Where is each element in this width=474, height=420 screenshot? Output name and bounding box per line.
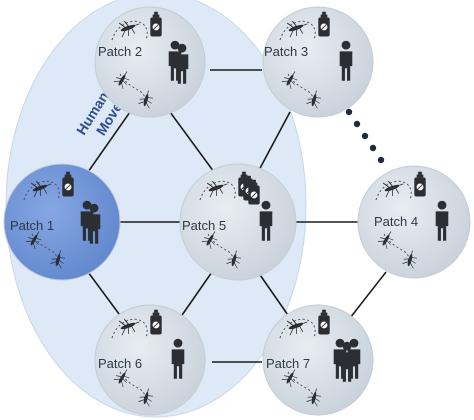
edge-patch5-patch6 [179,271,213,319]
patch-1-human-icon [87,203,101,244]
patch-1-insecticide-spray-icon [62,171,74,197]
ellipsis-dots [345,108,385,164]
edge-patch2-patch1 [87,111,131,173]
patch-2-mosquito-icon [113,71,130,90]
patch-4-node: Patch 4 [357,165,471,279]
edge-patch4-patch7 [349,271,387,319]
patch-7-human-icon [347,338,361,379]
patch-1-mosquito-icon [50,250,66,269]
patch-4-mosquito-icon [402,250,418,269]
patch-3-mosquito-icon [281,71,298,90]
patch-5-mosquito-icon [201,231,218,250]
patch-5-insecticide-spray-icon [248,179,260,205]
patch-1-circle [3,163,121,281]
patch-4-insecticide-spray-icon [414,171,426,197]
patch-2-node: Patch 2 [94,6,206,118]
patch-1-node: Patch 1 [3,163,121,281]
patch-2-label: Patch 2 [98,44,142,59]
patch-7-mosquito-icon [306,388,322,407]
patch-6-mosquito-icon [113,369,130,388]
patch-nodes: Patch 2 Patch 3 Patch 1 Patch 5 Patch 4 Patch… [3,6,471,416]
patch-6-insecticide-spray-icon [150,309,162,335]
patch-3-node: Patch 3 [262,6,374,118]
edge-patch5-patch7 [257,271,291,319]
patch-5-mosquito-icon [206,180,228,198]
patch-7-label: Patch 7 [266,356,310,371]
patch-6-label: Patch 6 [98,356,142,371]
patch-7-circle [262,304,374,416]
network-edges [87,69,387,363]
patch-7-node: Patch 7 [262,304,374,416]
humans-move-region [5,0,307,418]
patch-6-mosquito-icon [138,388,154,407]
patch-6-node: Patch 6 [94,304,206,416]
patch-7-insecticide-spray-icon [318,309,330,335]
patch-4-mosquito-icon [377,231,394,250]
patch-5-human-icon [259,200,273,241]
patch-1-label: Patch 1 [10,218,54,233]
patch-6-human-icon [171,338,185,379]
patch-5-mosquito-icon [226,250,242,269]
edge-patch2-patch5 [169,111,215,173]
patch-5-label: Patch 5 [182,218,226,233]
patch-4-human-icon [435,200,449,241]
patch-3-mosquito-icon [306,90,322,109]
patch-5-circle [179,163,297,281]
patch-1-mosquito-icon [30,180,52,198]
patch-2-mosquito-icon [118,20,140,38]
patch-1-mosquito-icon [25,231,42,250]
patch-7-mosquito-icon [286,318,308,336]
patch-4-mosquito-icon [382,180,404,198]
patch-7-mosquito-icon [281,369,298,388]
patch-2-mosquito-icon [138,90,154,109]
patch-4-circle [357,165,471,279]
patch-6-mosquito-icon [118,318,140,336]
patch-2-human-icon [175,43,189,84]
patch-3-insecticide-spray-icon [318,11,330,37]
patch-3-label: Patch 3 [264,44,308,59]
edge-patch3-patch5 [257,111,291,173]
edge-patch1-patch6 [87,271,123,319]
patch-4-label: Patch 4 [374,214,418,229]
patch-3-circle [262,6,374,118]
patch-5-node: Patch 5 [179,163,297,281]
patch-3-human-icon [339,40,353,81]
patch-6-circle [94,304,206,416]
patch-2-circle [94,6,206,118]
patch-3-mosquito-icon [286,20,308,38]
patch-2-insecticide-spray-icon [150,11,162,37]
